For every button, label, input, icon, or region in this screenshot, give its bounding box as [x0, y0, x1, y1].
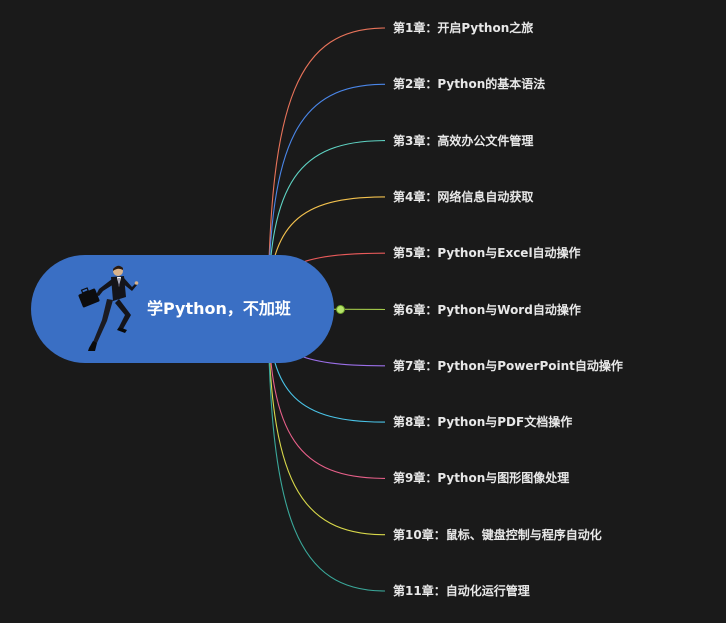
chapter-topic-10[interactable]: 第10章：鼠标、键盘控制与程序自动化	[393, 527, 602, 542]
chapter-topic-6[interactable]: 第6章：Python与Word自动操作	[393, 302, 581, 317]
collapse-toggle-handle[interactable]	[336, 305, 345, 314]
branch-connector	[267, 83, 386, 310]
chapter-topic-2[interactable]: 第2章：Python的基本语法	[393, 77, 546, 92]
chapter-topic-5[interactable]: 第5章：Python与Excel自动操作	[393, 246, 581, 261]
branch-connector	[267, 308, 386, 592]
branch-connector	[267, 27, 386, 310]
central-topic[interactable]: 学Python，不加班	[31, 255, 334, 363]
branch-connector	[267, 308, 386, 536]
chapter-topic-1[interactable]: 第1章：开启Python之旅	[393, 21, 534, 35]
central-topic-title: 学Python，不加班	[147, 299, 291, 318]
chapter-topic-4[interactable]: 第4章：网络信息自动获取	[393, 189, 534, 204]
chapter-topic-9[interactable]: 第9章：Python与图形图像处理	[393, 471, 570, 486]
running-businessman-icon	[78, 265, 139, 351]
chapter-topic-8[interactable]: 第8章：Python与PDF文档操作	[393, 415, 573, 430]
chapter-topic-7[interactable]: 第7章：Python与PowerPoint自动操作	[393, 358, 623, 373]
chapter-topic-3[interactable]: 第3章：高效办公文件管理	[393, 133, 534, 148]
chapter-topic-11[interactable]: 第11章：自动化运行管理	[393, 584, 530, 598]
